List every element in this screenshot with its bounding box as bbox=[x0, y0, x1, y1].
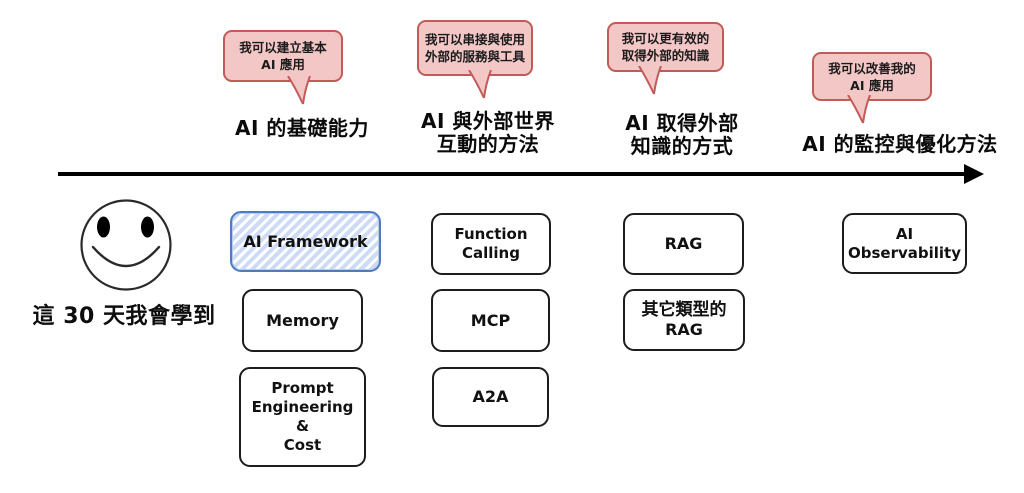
header-line: AI 的基礎能力 bbox=[235, 116, 369, 140]
bubble-text-line: 我可以串接與使用 bbox=[424, 32, 525, 47]
column-header: AI 的監控與優化方法 bbox=[788, 133, 1012, 156]
topic-label: Prompt bbox=[271, 379, 334, 397]
topic-label: Observability bbox=[848, 243, 961, 262]
column-header: AI 取得外部 知識的方式 bbox=[612, 112, 752, 158]
topic-box-ai-observability: AI Observability bbox=[842, 213, 967, 274]
header-line: AI 與外部世界 bbox=[421, 109, 555, 133]
topic-box-a2a: A2A bbox=[432, 367, 549, 427]
speech-bubble-tail bbox=[638, 66, 662, 95]
topic-label: RAG bbox=[664, 234, 703, 253]
bubble-text-line: AI 應用 bbox=[850, 77, 894, 93]
header-line: 知識的方式 bbox=[630, 134, 734, 158]
topic-label: AI bbox=[895, 224, 914, 243]
timeline-arrow bbox=[58, 172, 970, 176]
header-line: AI 的監控與優化方法 bbox=[802, 132, 998, 156]
topic-box-mcp: MCP bbox=[431, 289, 550, 352]
speech-bubble-tail bbox=[468, 70, 492, 99]
bubble-text-line: AI 應用 bbox=[261, 57, 305, 72]
topic-label: 其它類型的 bbox=[641, 300, 727, 319]
bubble-text-line: 外部的服務與工具 bbox=[424, 49, 525, 64]
bubble-text-line: 我可以更有效的 bbox=[621, 31, 710, 46]
topic-label: Memory bbox=[266, 310, 339, 330]
bubble-text-line: 我可以改善我的 bbox=[828, 60, 916, 76]
timeline-arrowhead-icon bbox=[964, 164, 984, 184]
smiley-face-icon bbox=[80, 199, 172, 291]
speech-bubble: 我可以串接與使用 外部的服務與工具 bbox=[417, 20, 533, 76]
topic-box-ai-framework: AI Framework bbox=[230, 211, 381, 272]
topic-box-rag: RAG bbox=[623, 213, 744, 275]
topic-label: & bbox=[295, 417, 310, 435]
speech-bubble: 我可以改善我的 AI 應用 bbox=[812, 52, 932, 101]
speech-bubble: 我可以更有效的 取得外部的知識 bbox=[607, 22, 724, 72]
intro-label: 這 30 天我會學到 bbox=[32, 304, 216, 329]
bubble-text-line: 我可以建立基本 bbox=[239, 40, 327, 55]
topic-label: RAG bbox=[665, 320, 703, 339]
topic-box-prompt-engineering-cost: Prompt Engineering & Cost bbox=[239, 367, 366, 467]
topic-box-function-calling: Function Calling bbox=[431, 213, 551, 275]
topic-label: Function bbox=[454, 225, 528, 243]
topic-box-memory: Memory bbox=[242, 289, 363, 352]
speech-bubble-tail bbox=[847, 95, 871, 124]
speech-bubble: 我可以建立基本 AI 應用 bbox=[223, 30, 343, 82]
topic-label: Cost bbox=[283, 436, 322, 454]
topic-box-other-rag: 其它類型的 RAG bbox=[623, 289, 745, 351]
topic-label: Engineering bbox=[251, 398, 354, 416]
topic-label: Calling bbox=[462, 244, 520, 262]
column-header: AI 的基礎能力 bbox=[221, 117, 383, 140]
header-line: 互動的方法 bbox=[436, 132, 540, 156]
header-line: AI 取得外部 bbox=[625, 111, 739, 135]
topic-label: MCP bbox=[470, 310, 511, 330]
topic-label: A2A bbox=[472, 387, 509, 406]
column-header: AI 與外部世界 互動的方法 bbox=[408, 110, 568, 156]
bubble-text-line: 取得外部的知識 bbox=[621, 48, 710, 63]
topic-label: AI Framework bbox=[243, 231, 368, 251]
speech-bubble-tail bbox=[287, 76, 311, 105]
